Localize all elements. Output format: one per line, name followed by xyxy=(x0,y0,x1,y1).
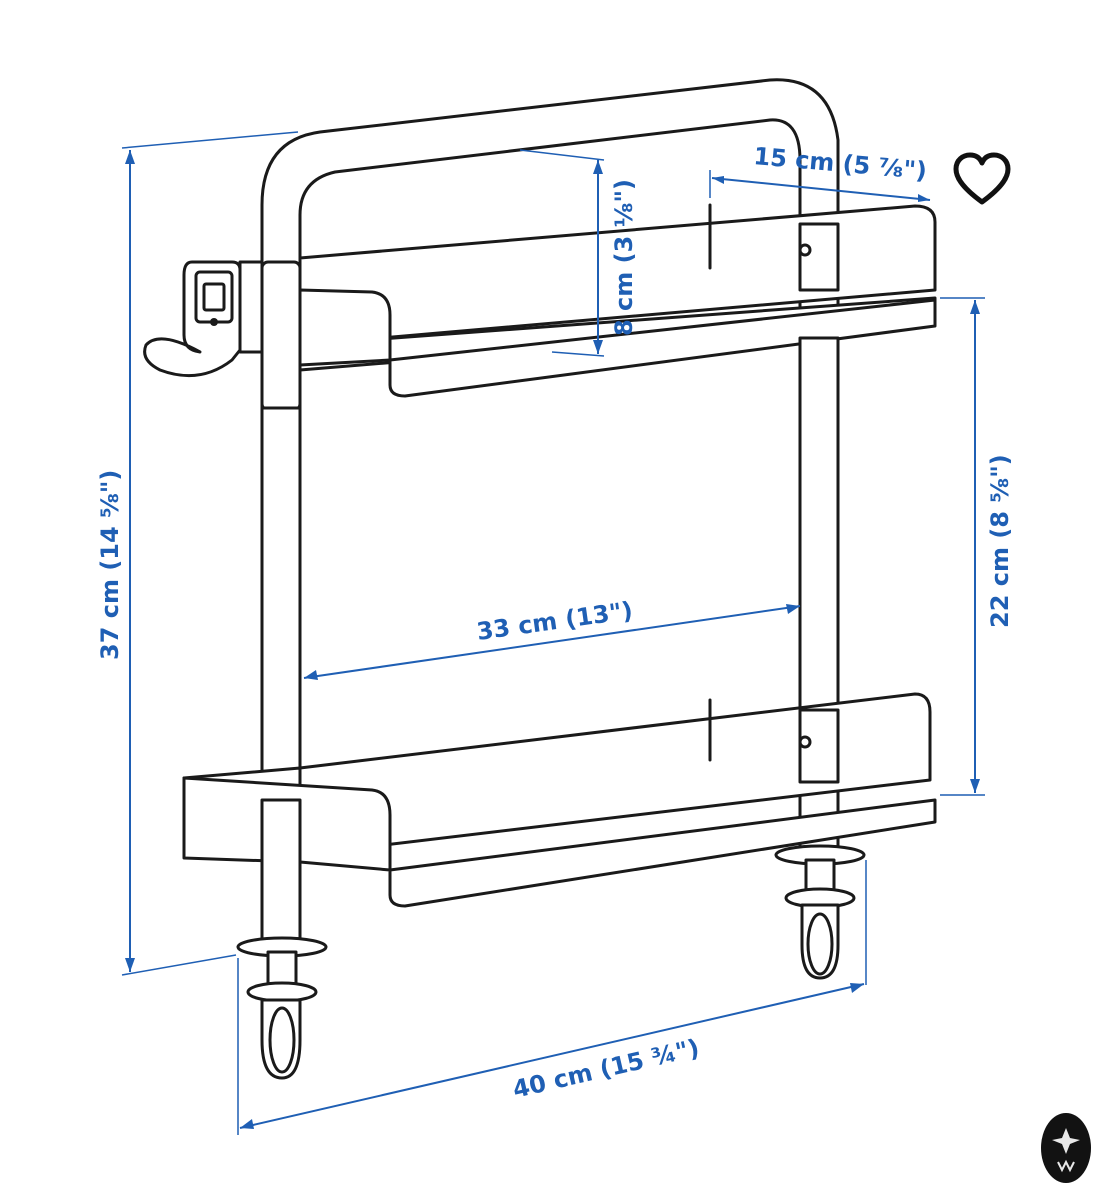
top-shelf xyxy=(260,203,937,412)
inner-width-label: 33 cm (13") xyxy=(475,596,635,646)
caster-back-right xyxy=(774,844,866,980)
cart-handle xyxy=(260,78,840,862)
edge-height-label: 8 cm (3 ⅛") xyxy=(610,179,638,336)
bottom-shelf xyxy=(182,692,937,947)
brand-badge-icon xyxy=(1041,1113,1091,1183)
heart-outline-icon xyxy=(953,152,1011,205)
side-hook xyxy=(143,260,264,378)
depth-label: 15 cm (5 ⅞") xyxy=(752,142,927,185)
shelf-spacing-label: 22 cm (8 ⅝") xyxy=(986,454,1014,628)
caster-front-left xyxy=(236,936,328,1080)
favorite-button[interactable] xyxy=(950,150,1014,210)
height-label: 37 cm (14 ⅝") xyxy=(96,470,124,660)
brand-badge xyxy=(1040,1112,1092,1184)
